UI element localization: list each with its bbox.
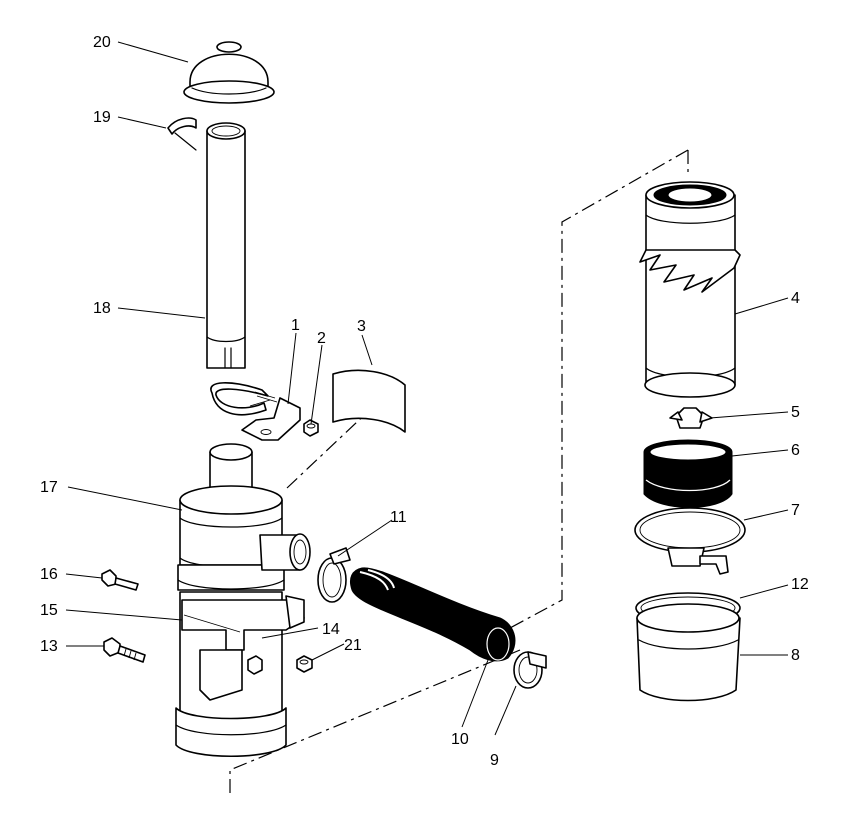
callout-17: 17 <box>40 479 58 496</box>
callout-19: 19 <box>93 109 111 126</box>
part-16-bolt <box>101 569 139 591</box>
part-6-seal-cup <box>643 439 733 508</box>
callout-3: 3 <box>357 318 366 335</box>
callout-8: 8 <box>791 647 800 664</box>
part-8-dust-cup <box>636 603 741 702</box>
part-14-strap-nut <box>247 655 263 675</box>
callout-labels: 20 19 18 1 2 3 4 5 6 7 12 8 11 17 16 15 … <box>40 34 809 769</box>
callout-18: 18 <box>93 300 111 317</box>
callout-4: 4 <box>791 290 800 307</box>
part-9-hose-clamp <box>513 651 547 689</box>
callout-11: 11 <box>390 509 407 526</box>
callout-21: 21 <box>344 637 362 654</box>
callout-20: 20 <box>93 34 111 51</box>
part-18-inlet-tube <box>206 122 246 369</box>
part-13-bolt <box>103 637 146 663</box>
part-1-mounting-bracket <box>210 382 301 441</box>
callout-12: 12 <box>791 576 809 593</box>
part-2-nut <box>303 419 319 437</box>
callout-6: 6 <box>791 442 800 459</box>
callout-1: 1 <box>291 317 300 334</box>
leader-lines <box>65 41 789 736</box>
part-3-decal <box>332 369 406 433</box>
assembly-centerlines <box>229 149 689 793</box>
callout-9: 9 <box>490 752 499 769</box>
callout-7: 7 <box>791 502 800 519</box>
part-7-clamp-band <box>634 507 746 575</box>
callout-14: 14 <box>322 621 340 638</box>
part-10-elbow-hose <box>349 567 516 662</box>
part-20-precleaner-cap <box>183 41 275 104</box>
part-11-hose-clamp <box>317 547 351 603</box>
part-17-air-cleaner-body <box>175 443 311 758</box>
part-19-clamp-band <box>167 117 197 151</box>
callout-15: 15 <box>40 602 58 619</box>
part-5-wing-nut <box>669 407 713 429</box>
callout-13: 13 <box>40 638 58 655</box>
callout-2: 2 <box>317 330 326 347</box>
part-4-filter-element <box>639 181 741 398</box>
part-21-nut <box>296 655 313 673</box>
callout-16: 16 <box>40 566 58 583</box>
callout-5: 5 <box>791 404 800 421</box>
callout-10: 10 <box>451 731 469 748</box>
